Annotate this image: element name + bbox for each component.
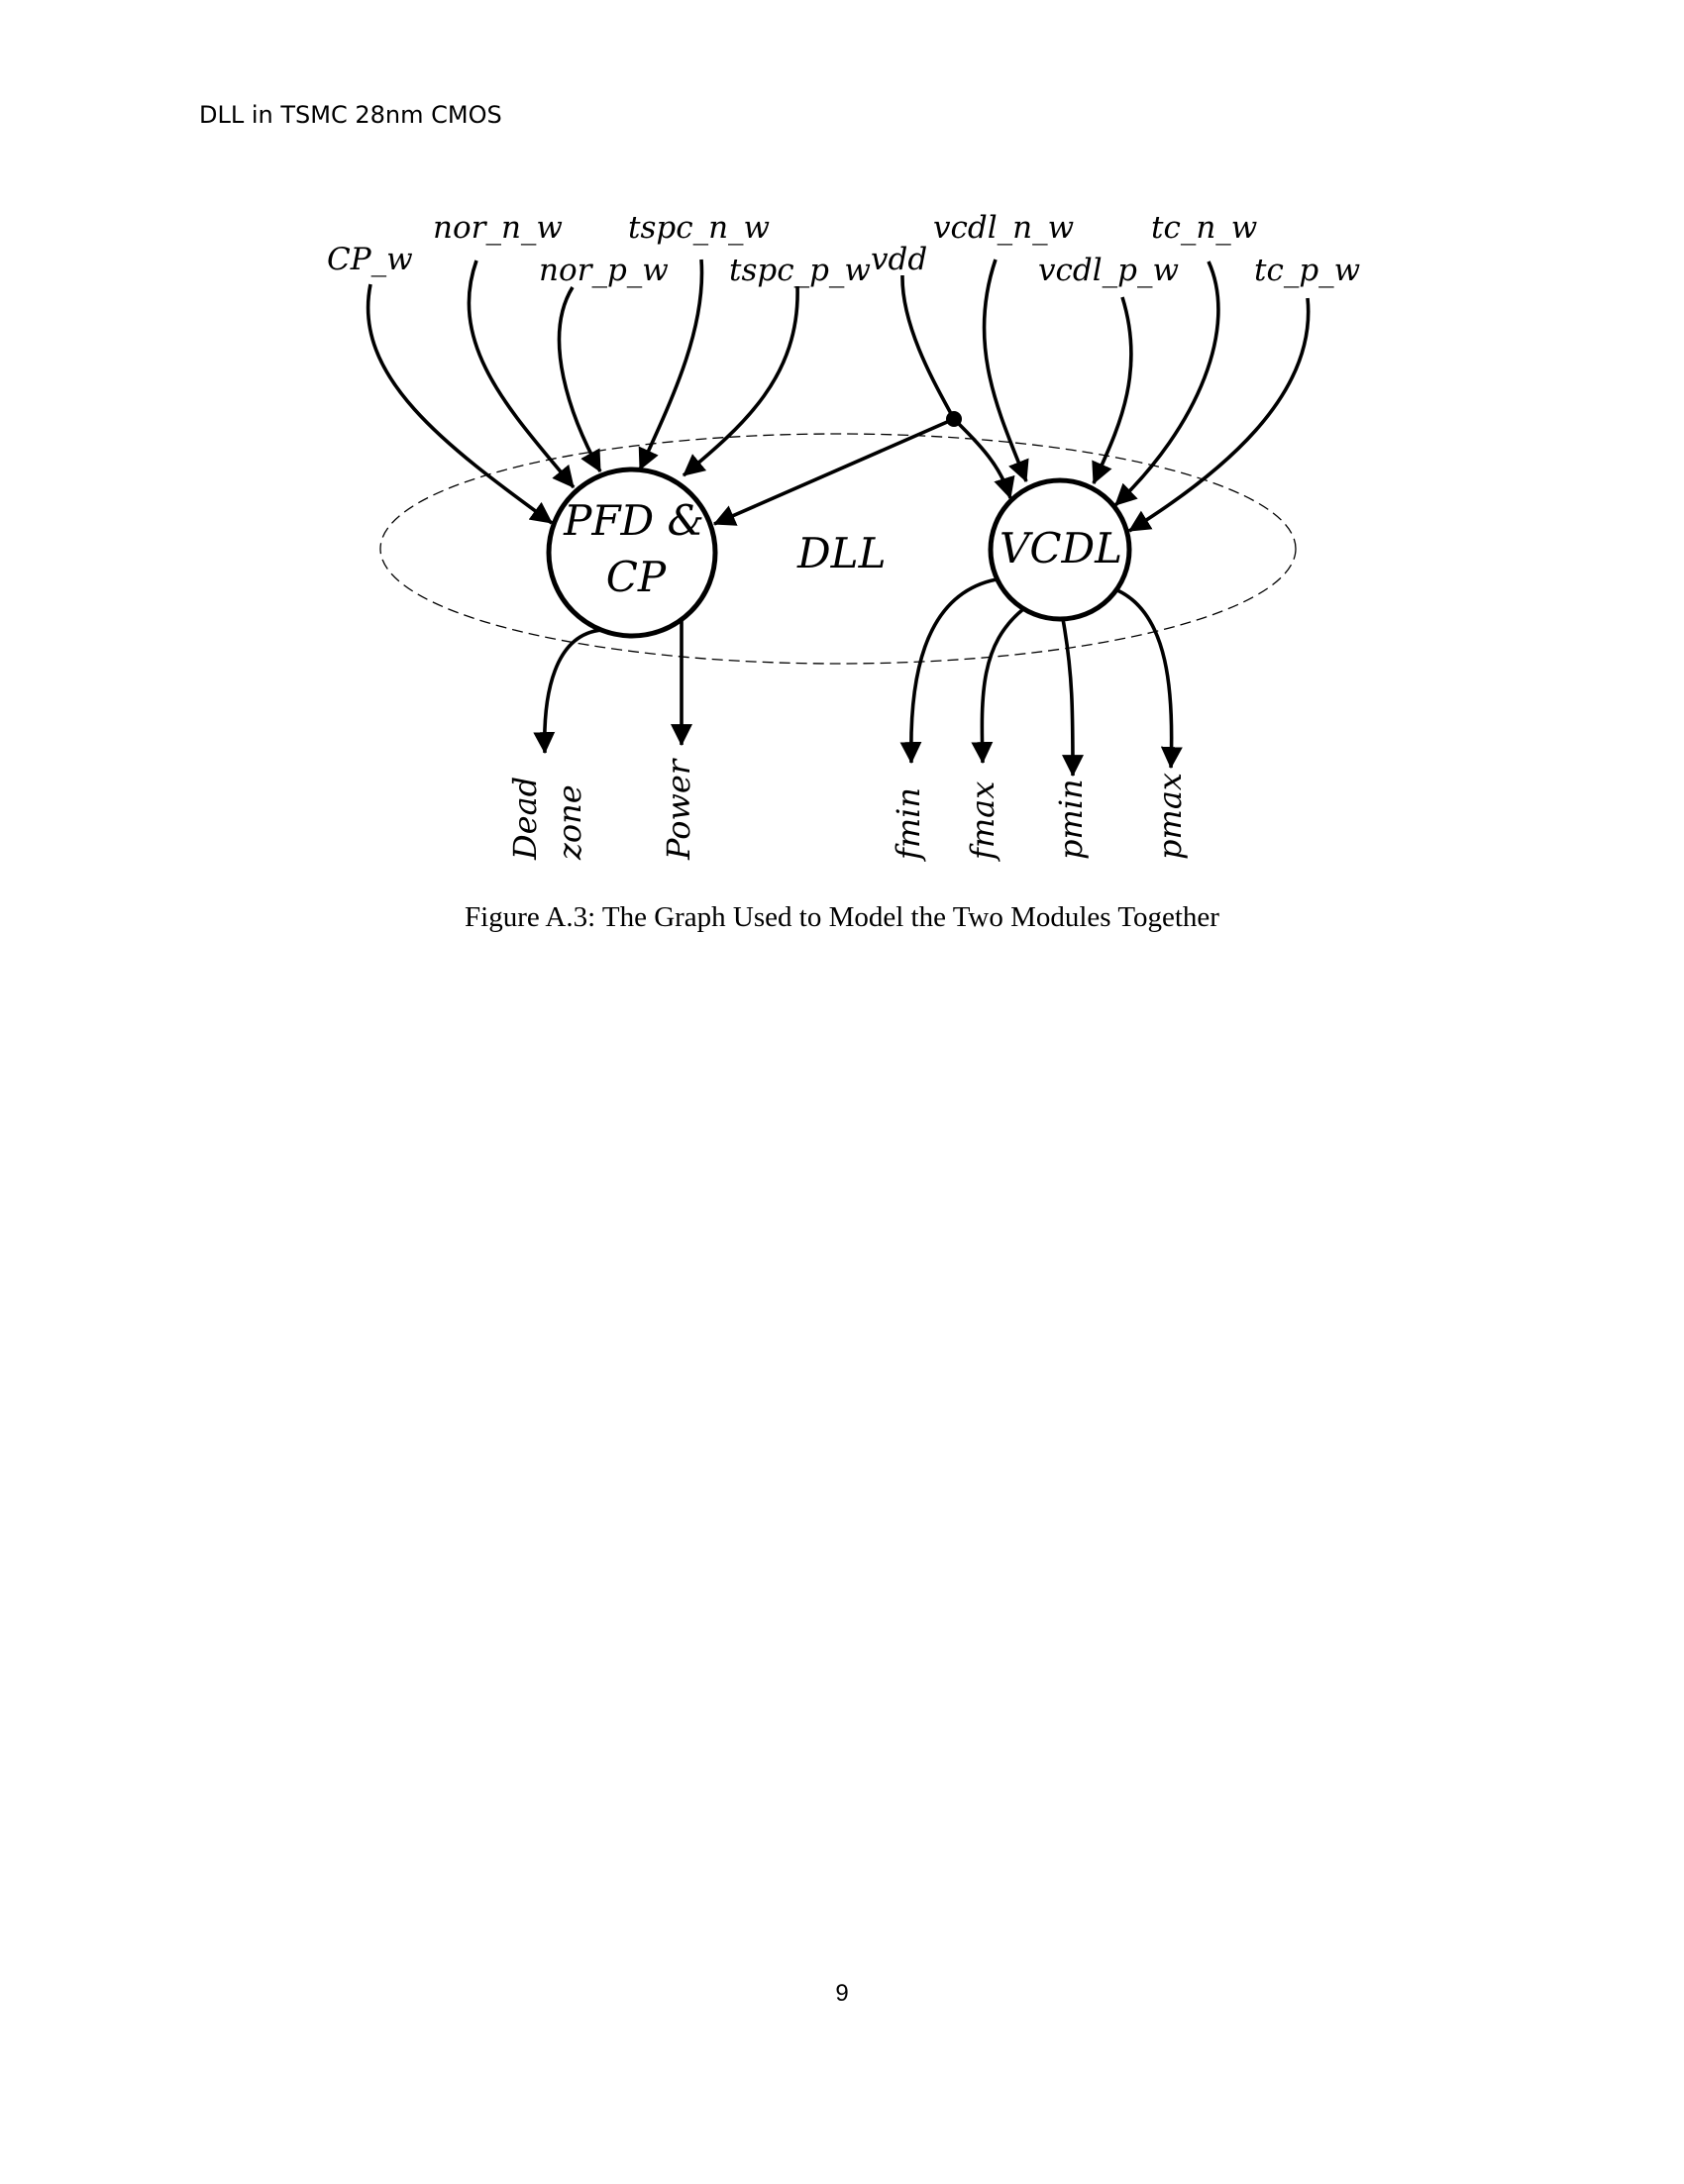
- edge-vcdl-p-w: [1092, 296, 1133, 485]
- edge-pmin: [1061, 618, 1084, 778]
- label-vcdl: VCDL: [1000, 524, 1122, 572]
- label-tc-p-w: tc_p_w: [1254, 253, 1360, 288]
- label-fmin: fmin: [890, 787, 927, 862]
- label-dead: Dead: [506, 777, 544, 861]
- edge-vcdl-n-w: [982, 259, 1029, 483]
- edge-pmax: [1116, 588, 1183, 770]
- page-number: 9: [835, 1980, 849, 2007]
- dll-boundary: [379, 433, 1297, 665]
- pfd-cp-node: [546, 467, 718, 639]
- edge-dead-zone: [533, 628, 603, 755]
- edge-tspc-p-w: [682, 285, 799, 477]
- label-pfd-line2: CP: [606, 553, 667, 601]
- label-power: Power: [660, 758, 697, 861]
- label-tspc-p-w: tspc_p_w: [729, 253, 871, 288]
- edge-nor-p-w: [557, 286, 602, 472]
- label-pmin: pmin: [1052, 779, 1090, 860]
- label-tspc-n-w: tspc_n_w: [628, 210, 770, 246]
- vcdl-node: [988, 477, 1132, 622]
- edge-vdd-pfd: [712, 417, 955, 526]
- edge-tspc-n-w: [638, 259, 704, 470]
- label-tc-n-w: tc_n_w: [1151, 210, 1257, 246]
- label-dll-group: DLL: [796, 529, 886, 577]
- label-nor-n-w: nor_n_w: [433, 210, 563, 246]
- label-pfd-line1: PFD &: [563, 496, 704, 545]
- edge-cp-w: [366, 283, 554, 525]
- label-zone: zone: [551, 784, 588, 861]
- edge-tc-n-w: [1113, 260, 1220, 507]
- label-vdd: vdd: [871, 242, 927, 277]
- edge-vdd-vcdl: [952, 417, 1015, 500]
- label-pmax: pmax: [1151, 773, 1189, 860]
- edge-fmin: [899, 577, 998, 765]
- label-nor-p-w: nor_p_w: [539, 253, 669, 288]
- figure-caption: Figure A.3: The Graph Used to Model the …: [465, 901, 1219, 933]
- edge-tc-p-w: [1128, 297, 1311, 533]
- running-header: DLL in TSMC 28nm CMOS: [199, 101, 502, 129]
- label-cp-w: CP_w: [327, 242, 413, 277]
- edge-fmax: [971, 607, 1025, 765]
- edge-nor-n-w: [467, 260, 576, 489]
- edge-vdd: [900, 274, 956, 420]
- label-vcdl-p-w: vcdl_p_w: [1038, 253, 1179, 288]
- label-fmax: fmax: [964, 781, 1001, 862]
- label-vcdl-n-w: vcdl_n_w: [933, 210, 1074, 246]
